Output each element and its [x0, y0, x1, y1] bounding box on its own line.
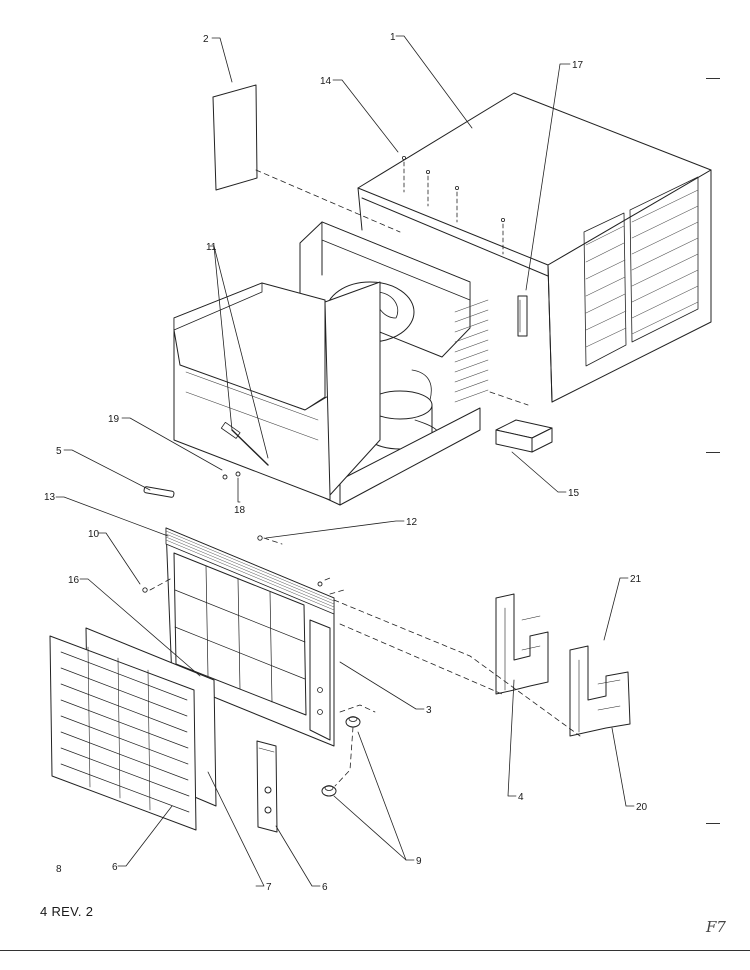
callout-13: 13: [44, 492, 56, 503]
assembly-dashed-lines: [149, 169, 581, 787]
leader-lines: [55, 35, 635, 887]
callout-12: 12: [406, 517, 418, 528]
callout-10: 10: [88, 529, 100, 540]
part-1-cabinet: [357, 92, 712, 403]
callout-18: 18: [234, 505, 246, 516]
edge-mark-3: [706, 823, 720, 824]
part-20-mounting-bracket: [569, 645, 631, 737]
callout-15: 15: [568, 488, 580, 499]
callout-7: 7: [266, 882, 272, 893]
part-17-side-bracket: [517, 295, 528, 337]
part-4-mounting-bracket: [495, 593, 549, 695]
part-2-insulation-sheet: [212, 84, 258, 191]
part-5-drain-tube: [143, 486, 175, 498]
callout-11: 11: [206, 242, 217, 253]
part-8-front-grille: [49, 635, 197, 831]
callout-20: 20: [636, 802, 648, 813]
callout-labels: 1 2 3 4 5 6 6 7 8 9 10 11 12 13 14 15 16…: [44, 32, 648, 893]
callout-17: 17: [572, 60, 584, 71]
callout-6a: 6: [322, 882, 328, 893]
callout-19: 19: [108, 414, 120, 425]
revision-label: 4 REV. 2: [40, 904, 94, 919]
bottom-rule: [0, 950, 750, 951]
edge-mark-1: [706, 78, 720, 79]
part-6-control-plate: [256, 740, 278, 833]
callout-14: 14: [320, 76, 332, 87]
callout-5: 5: [56, 446, 62, 457]
callout-4: 4: [518, 792, 524, 803]
edge-mark-2: [706, 452, 720, 453]
part-9-knobs: [321, 716, 361, 797]
callout-1: 1: [390, 32, 396, 43]
corner-handwritten-mark: F7: [706, 918, 726, 936]
callout-16: 16: [68, 575, 80, 586]
callout-9: 9: [416, 856, 422, 867]
callout-2: 2: [203, 34, 209, 45]
callout-3: 3: [426, 705, 432, 716]
callout-21: 21: [630, 574, 642, 585]
part-15-angle-bracket: [495, 419, 553, 453]
callout-6b: 6: [112, 862, 118, 873]
callout-8: 8: [56, 864, 62, 875]
chassis-assembly: [173, 221, 489, 506]
